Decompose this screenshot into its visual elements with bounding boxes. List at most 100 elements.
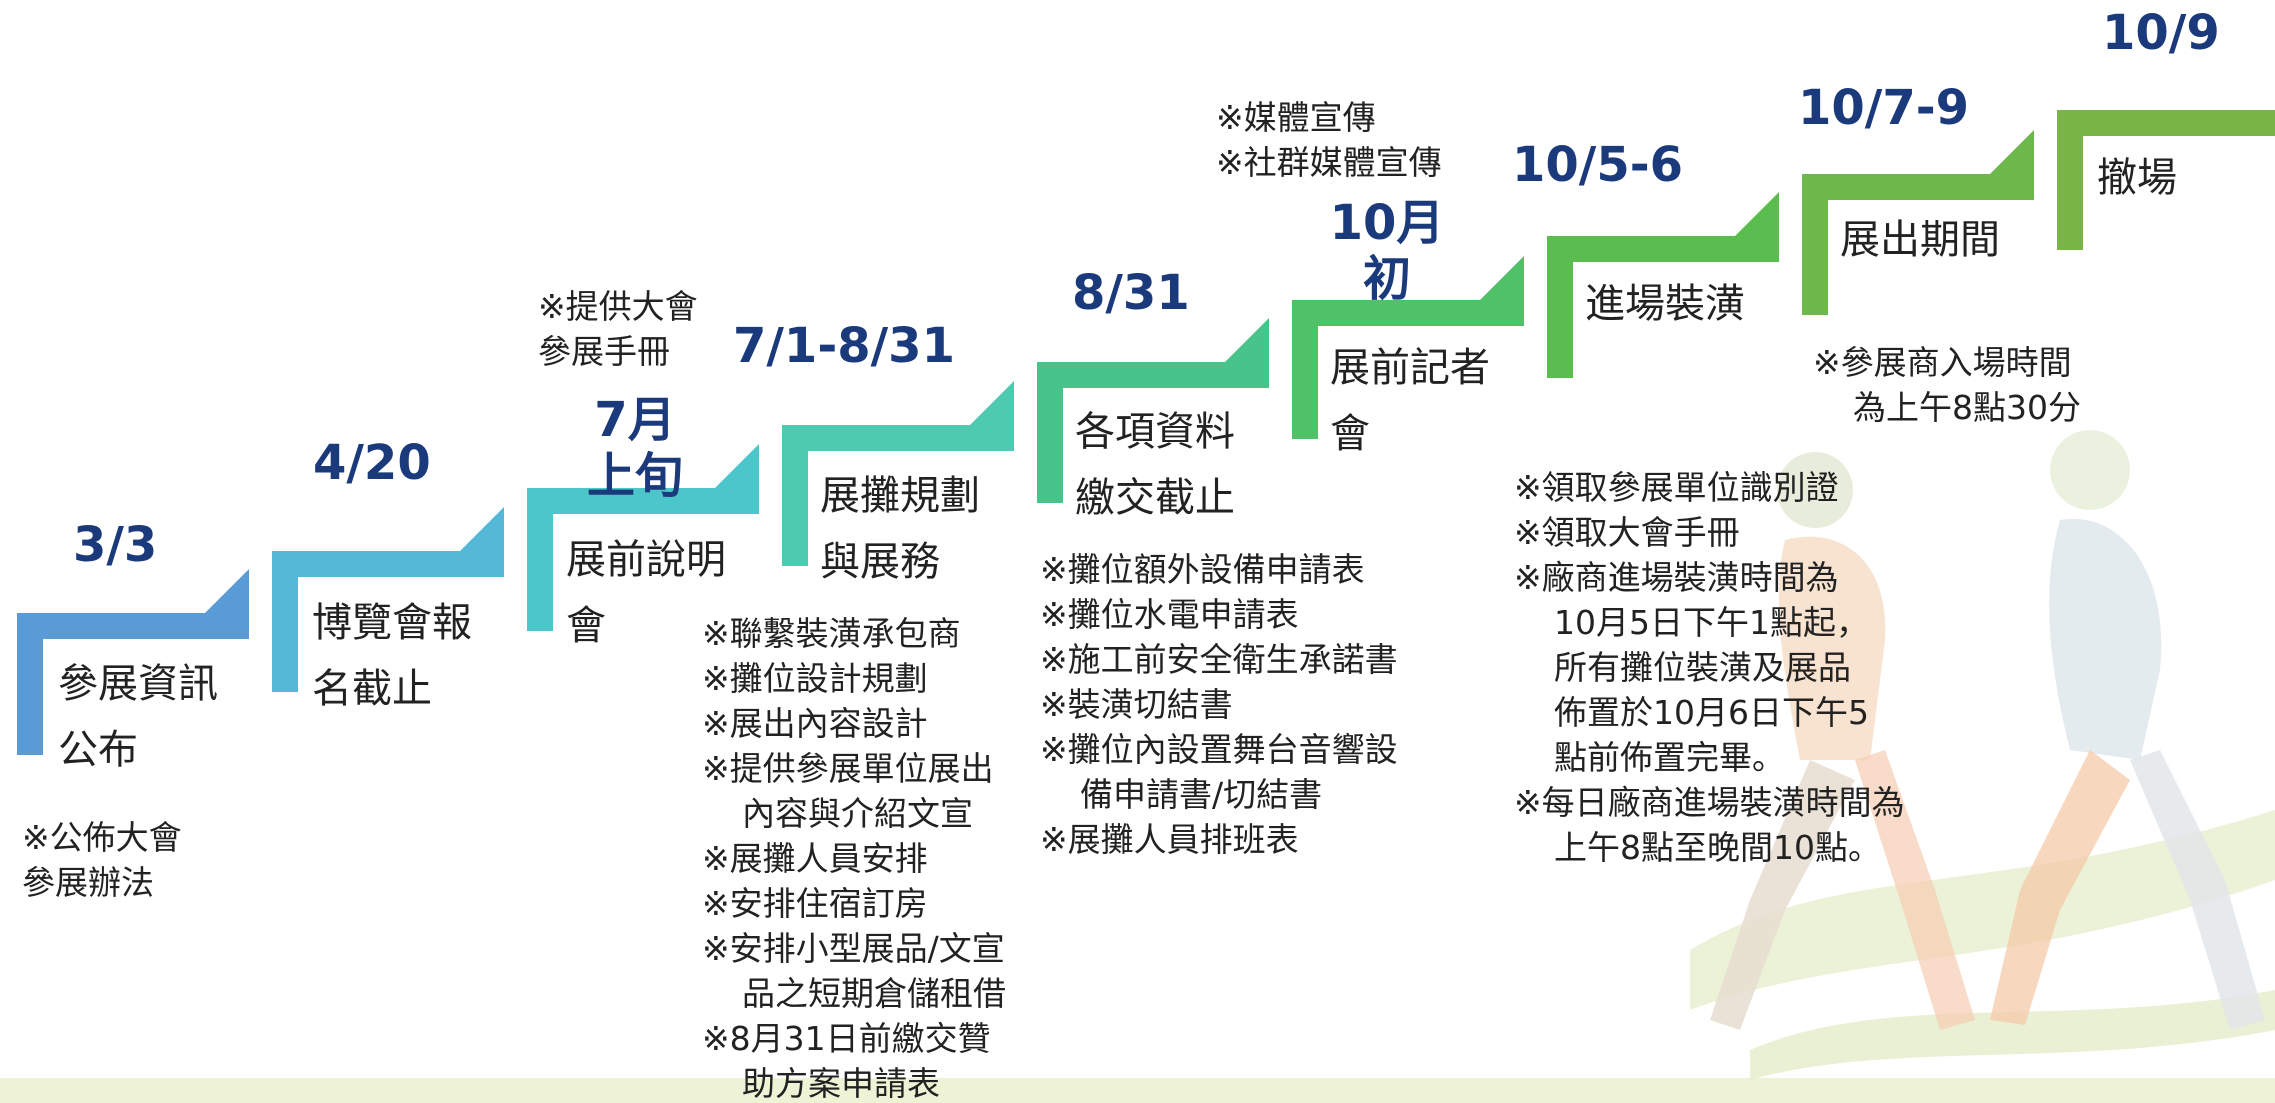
date-line: 10/9 <box>2102 5 2220 61</box>
note-line: ※提供參展單位展出 <box>702 749 994 788</box>
note-line: 品之短期倉儲租借 <box>742 974 1006 1013</box>
step-1-bar <box>17 613 249 639</box>
label-line: 展出期間 <box>1840 217 2000 263</box>
note-line: ※攤位內設置舞台音響設 <box>1040 730 1398 769</box>
step-9-post <box>2057 110 2083 250</box>
step-5-post <box>1037 362 1063 503</box>
note-line: 參展辦法 <box>22 863 154 902</box>
runners-illustration <box>1690 430 2275 1080</box>
step-2-bar <box>272 551 504 577</box>
step-3-bar <box>527 488 759 514</box>
note-line: 10月5日下午1點起， <box>1554 603 1869 642</box>
step-1-date: 3/3 <box>73 517 157 573</box>
step-6-date: 10月初 <box>1330 195 1445 307</box>
note-line: ※媒體宣傳 <box>1216 98 1376 137</box>
bottom-band <box>0 1078 2275 1103</box>
note-line: ※展攤人員安排 <box>702 839 928 878</box>
label-line: 與展務 <box>820 539 940 585</box>
step-7-bar <box>1547 236 1779 262</box>
note-line: ※展攤人員排班表 <box>1040 820 1299 859</box>
step-6-bar <box>1292 300 1524 326</box>
step-3-date: 7月上旬 <box>587 392 683 504</box>
step-8-post <box>1802 174 1828 315</box>
step-7-post <box>1547 236 1573 378</box>
label-line: 進場裝潢 <box>1585 281 1745 327</box>
note-line: ※每日廠商進場裝潢時間為 <box>1514 783 1905 822</box>
step-9-label: 撤場 <box>2097 145 2177 211</box>
step-7-label: 進場裝潢 <box>1585 271 1745 337</box>
step-1-label: 參展資訊公布 <box>58 651 218 783</box>
note-line: ※廠商進場裝潢時間為 <box>1514 558 1839 597</box>
label-line: 撤場 <box>2097 155 2177 201</box>
label-line: 展前記者 <box>1330 345 1490 391</box>
note-line: 參展手冊 <box>538 332 670 371</box>
note-line: ※攤位額外設備申請表 <box>1040 550 1365 589</box>
step-1-notes: ※公佈大會參展辦法 <box>22 815 182 905</box>
note-line: ※裝潢切結書 <box>1040 685 1233 724</box>
note-line: ※攤位水電申請表 <box>1040 595 1299 634</box>
step-8-arrow-tip <box>1986 130 2034 178</box>
step-5-bar <box>1037 362 1269 388</box>
label-line: 繳交截止 <box>1075 475 1235 521</box>
note-line: 備申請書/切結書 <box>1080 775 1323 814</box>
step-2-arrow-tip <box>456 507 504 555</box>
step-4-bar <box>782 425 1014 451</box>
note-line: ※展出內容設計 <box>702 704 928 743</box>
step-9-date: 10/9 <box>2102 5 2220 61</box>
step-8-notes: ※參展商入場時間為上午8點30分 <box>1813 340 2081 430</box>
date-line: 10/7-9 <box>1798 80 1970 136</box>
label-line: 名截止 <box>312 666 432 712</box>
step-8-date: 10/7-9 <box>1798 80 1969 136</box>
date-line: 10/5-6 <box>1512 137 1684 193</box>
step-3-label: 展前說明會 <box>566 527 726 659</box>
note-line: ※提供大會 <box>538 287 698 326</box>
note-line: ※施工前安全衛生承諾書 <box>1040 640 1398 679</box>
date-line: 4/20 <box>313 435 431 491</box>
note-line: ※社群媒體宣傳 <box>1216 143 1442 182</box>
step-4-date: 7/1-8/31 <box>733 318 955 374</box>
step-6-label: 展前記者會 <box>1330 335 1490 467</box>
date-line: 8/31 <box>1072 265 1190 321</box>
label-line: 會 <box>566 603 606 649</box>
step-5-arrow-tip <box>1221 318 1269 366</box>
date-line: 上旬 <box>586 448 684 504</box>
step-3-post <box>527 488 553 631</box>
step-2-label: 博覽會報名截止 <box>312 590 472 722</box>
step-7-arrow-tip <box>1731 192 1779 240</box>
step-5-label: 各項資料繳交截止 <box>1075 399 1235 531</box>
note-line: 為上午8點30分 <box>1853 388 2081 427</box>
step-7-date: 10/5-6 <box>1512 137 1683 193</box>
step-3-notes: ※提供大會參展手冊 <box>538 284 698 374</box>
step-2-post <box>272 551 298 692</box>
label-line: 展前說明 <box>566 537 726 583</box>
note-line: 佈置於10月6日下午5 <box>1554 693 1869 732</box>
label-line: 博覽會報 <box>312 600 472 646</box>
step-4-arrow-tip <box>966 381 1014 429</box>
label-line: 會 <box>1330 411 1370 457</box>
step-4-label: 展攤規劃與展務 <box>820 463 980 595</box>
note-line: 所有攤位裝潢及展品 <box>1554 648 1851 687</box>
date-line: 初 <box>1362 251 1411 307</box>
step-8-label: 展出期間 <box>1840 207 2000 273</box>
note-line: 點前佈置完畢。 <box>1554 738 1785 777</box>
step-6-post <box>1292 300 1318 439</box>
note-line: ※攤位設計規劃 <box>702 659 928 698</box>
step-6-arrow-tip <box>1476 256 1524 304</box>
date-line: 7/1-8/31 <box>733 318 955 374</box>
note-line: 上午8點至晚間10點。 <box>1554 828 1881 867</box>
date-line: 7月 <box>594 392 676 448</box>
note-line: ※參展商入場時間 <box>1813 343 2072 382</box>
step-1-arrow-tip <box>201 569 249 617</box>
step-3-arrow-tip <box>711 444 759 492</box>
step-5-date: 8/31 <box>1072 265 1190 321</box>
step-5-notes: ※攤位額外設備申請表 ※攤位水電申請表 ※施工前安全衛生承諾書 ※裝潢切結書 ※攤位內設… <box>1040 547 1398 862</box>
step-2-date: 4/20 <box>313 435 431 491</box>
note-line: 助方案申請表 <box>742 1064 940 1103</box>
step-4-notes: ※聯繫裝潢承包商※攤位設計規劃※展出內容設計※提供參展單位展出內容與介紹文宣※展… <box>702 611 1006 1103</box>
note-line: 內容與介紹文宣 <box>742 794 973 833</box>
step-4-post <box>782 425 808 566</box>
note-line: ※領取大會手冊 <box>1514 513 1740 552</box>
date-line: 10月 <box>1329 195 1445 251</box>
label-line: 公布 <box>58 727 138 773</box>
note-line: ※8月31日前繳交贊 <box>702 1019 991 1058</box>
